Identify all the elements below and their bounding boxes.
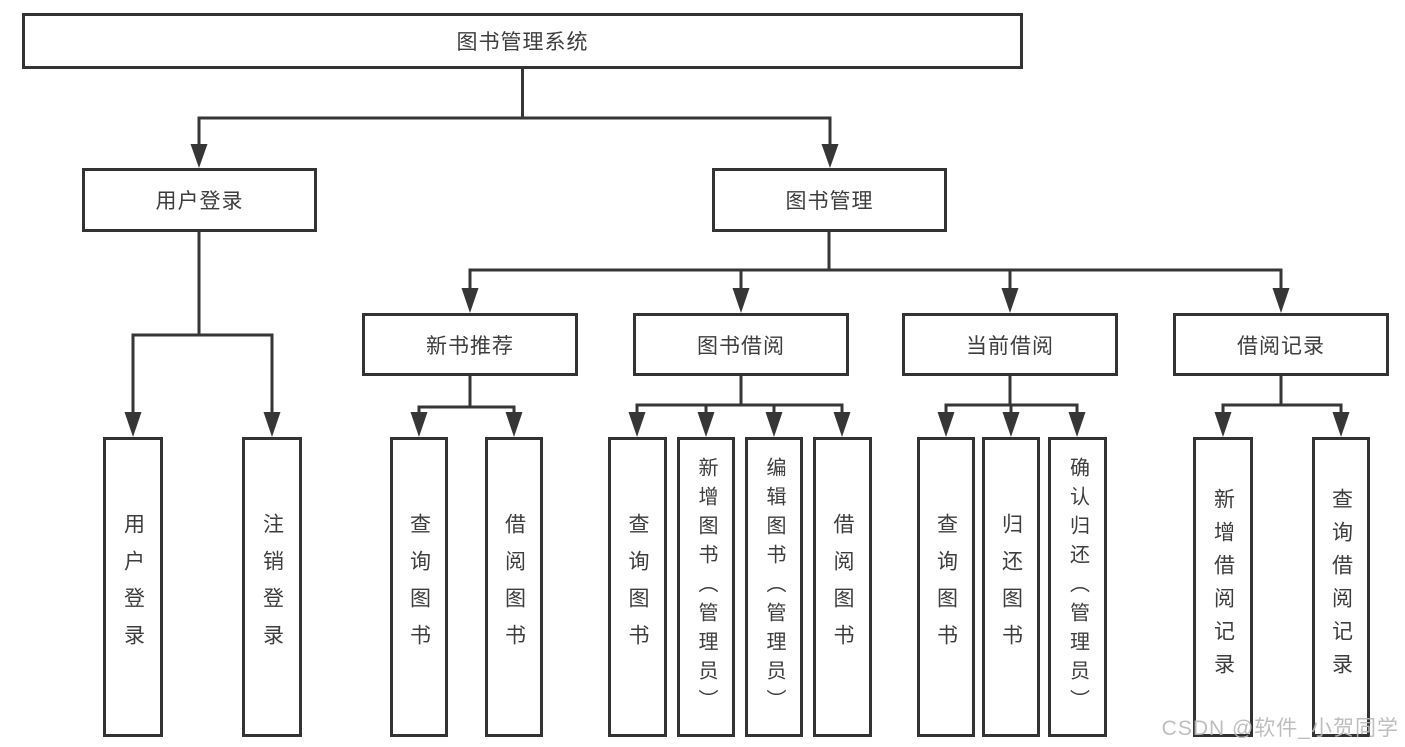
leaf-add-books-admin: 新增图书（管理员） bbox=[677, 437, 735, 737]
leaf-query-books-current: 查询图书 bbox=[917, 437, 975, 737]
node-current-borrow-label: 当前借阅 bbox=[966, 334, 1054, 358]
node-borrow-record: 借阅记录 bbox=[1173, 313, 1389, 376]
node-new-book-recommend-label: 新书推荐 bbox=[426, 334, 514, 358]
connector-userlogin-to-leaves bbox=[131, 231, 274, 416]
node-new-book-recommend: 新书推荐 bbox=[362, 313, 578, 376]
connector-root-to-level2 bbox=[197, 68, 832, 148]
node-root-system: 图书管理系统 bbox=[22, 13, 1023, 69]
connector-borrow-to-leaves bbox=[635, 375, 844, 416]
leaf-logout: 注销登录 bbox=[242, 437, 302, 737]
leaf-user-login: 用户登录 bbox=[103, 437, 163, 737]
leaf-confirm-return-admin-label: 确认归还（管理员） bbox=[1066, 456, 1089, 718]
node-user-login-label: 用户登录 bbox=[155, 190, 244, 213]
node-book-management-label: 图书管理 bbox=[785, 190, 874, 213]
node-current-borrow: 当前借阅 bbox=[902, 313, 1118, 376]
leaf-confirm-return-admin: 确认归还（管理员） bbox=[1048, 437, 1107, 737]
node-book-borrow-label: 图书借阅 bbox=[697, 334, 785, 358]
leaf-query-books-current-label: 查询图书 bbox=[934, 513, 958, 661]
leaf-query-borrow-record: 查询借阅记录 bbox=[1312, 437, 1370, 737]
leaf-logout-label: 注销登录 bbox=[260, 513, 284, 661]
leaf-query-books-recommend-label: 查询图书 bbox=[407, 513, 431, 661]
node-book-management: 图书管理 bbox=[712, 168, 947, 232]
leaf-add-books-admin-label: 新增图书（管理员） bbox=[695, 456, 717, 718]
leaf-user-login-label: 用户登录 bbox=[121, 513, 145, 661]
leaf-add-borrow-record-label: 新增借阅记录 bbox=[1211, 488, 1235, 686]
leaf-borrow-books-recommend-label: 借阅图书 bbox=[502, 513, 526, 661]
leaf-query-books-borrow-label: 查询图书 bbox=[626, 513, 649, 661]
node-user-login: 用户登录 bbox=[82, 168, 317, 232]
arrowheads bbox=[124, 144, 1350, 437]
leaf-return-books-label: 归还图书 bbox=[999, 513, 1023, 661]
connector-bookmgmt-to-level3 bbox=[468, 231, 1283, 292]
leaf-query-books-recommend: 查询图书 bbox=[390, 437, 448, 737]
connector-current-to-leaves bbox=[944, 375, 1079, 416]
leaf-borrow-books-label: 借阅图书 bbox=[831, 513, 854, 661]
node-borrow-record-label: 借阅记录 bbox=[1237, 334, 1325, 358]
connector-record-to-leaves bbox=[1221, 375, 1343, 416]
leaf-borrow-books-recommend: 借阅图书 bbox=[485, 437, 543, 737]
node-book-borrow: 图书借阅 bbox=[633, 313, 849, 376]
leaf-borrow-books: 借阅图书 bbox=[813, 437, 872, 737]
leaf-edit-books-admin-label: 编辑图书（管理员） bbox=[763, 456, 785, 718]
leaf-add-borrow-record: 新增借阅记录 bbox=[1193, 437, 1253, 737]
leaf-return-books: 归还图书 bbox=[982, 437, 1040, 737]
connector-newbook-to-leaves bbox=[417, 375, 516, 416]
leaf-edit-books-admin: 编辑图书（管理员） bbox=[745, 437, 803, 737]
node-root-label: 图书管理系统 bbox=[456, 31, 589, 54]
leaf-query-books-borrow: 查询图书 bbox=[608, 437, 667, 737]
leaf-query-borrow-record-label: 查询借阅记录 bbox=[1329, 488, 1353, 686]
csdn-watermark: CSDN @软件_小贺同学 bbox=[1161, 717, 1399, 740]
